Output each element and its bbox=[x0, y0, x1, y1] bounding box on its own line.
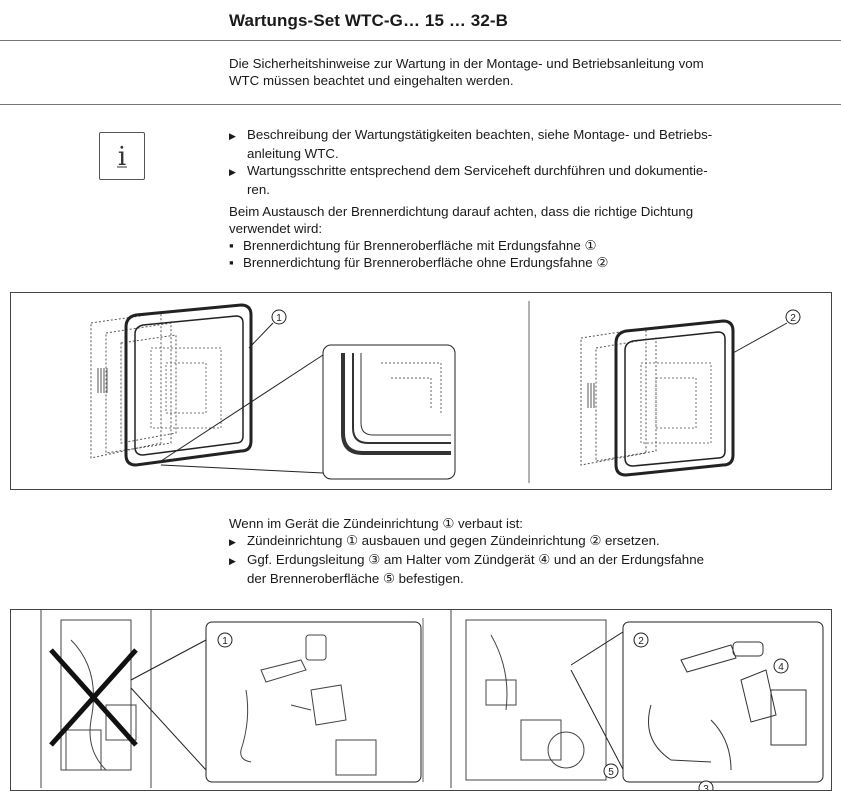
instruction-list: ▶Beschreibung der Wartungstätigkeiten be… bbox=[229, 126, 712, 198]
list-item-continuation: ren. bbox=[247, 182, 270, 197]
list-item: ▶Ggf. Erdungsleitung ③ am Halter vom Zün… bbox=[229, 552, 704, 567]
svg-text:2: 2 bbox=[790, 313, 796, 324]
list-item: ▪Brennerdichtung für Brenneroberfläche m… bbox=[229, 238, 597, 253]
gasket-note: Beim Austausch der Brennerdichtung darau… bbox=[229, 203, 693, 271]
gasket-note-line2: verwendet wird: bbox=[229, 221, 323, 236]
gasket-illustration: 1 bbox=[90, 301, 801, 483]
svg-text:1: 1 bbox=[276, 313, 282, 324]
list-item-continuation: der Brenneroberfläche ⑤ befestigen. bbox=[247, 571, 464, 586]
page-title: Wartungs-Set WTC-G… 15 … 32-B bbox=[229, 11, 509, 30]
ignition-figure: 1 2 bbox=[10, 609, 832, 796]
ignition-illustration: 1 2 bbox=[40, 610, 824, 796]
svg-text:5: 5 bbox=[608, 767, 614, 778]
svg-text:i: i bbox=[118, 142, 126, 172]
safety-note-line1: Die Sicherheitshinweise zur Wartung in d… bbox=[229, 56, 704, 71]
info-box: i bbox=[99, 132, 145, 180]
gasket-figure: 1 bbox=[10, 292, 832, 490]
safety-note-line2: WTC müssen beachtet und eingehalten werd… bbox=[229, 73, 514, 88]
info-icon: i bbox=[117, 142, 127, 172]
safety-note: Die Sicherheitshinweise zur Wartung in d… bbox=[229, 55, 704, 89]
list-item: ▪Brennerdichtung für Brenneroberfläche o… bbox=[229, 255, 609, 270]
svg-text:4: 4 bbox=[778, 662, 784, 673]
ignition-intro: Wenn im Gerät die Zündeinrichtung ① verb… bbox=[229, 516, 524, 531]
svg-text:3: 3 bbox=[703, 784, 709, 790]
list-item: ▶Wartungsschritte entsprechend dem Servi… bbox=[229, 163, 708, 178]
divider bbox=[0, 104, 841, 105]
list-item-continuation: anleitung WTC. bbox=[247, 146, 339, 161]
ignition-instructions: Wenn im Gerät die Zündeinrichtung ① verb… bbox=[229, 515, 704, 587]
svg-text:2: 2 bbox=[638, 636, 644, 647]
list-item: ▶Zündeinrichtung ① ausbauen und gegen Zü… bbox=[229, 533, 660, 548]
divider bbox=[0, 40, 841, 41]
gasket-note-line1: Beim Austausch der Brennerdichtung darau… bbox=[229, 204, 694, 219]
list-item: ▶Beschreibung der Wartungstätigkeiten be… bbox=[229, 127, 713, 142]
svg-text:1: 1 bbox=[222, 636, 228, 647]
